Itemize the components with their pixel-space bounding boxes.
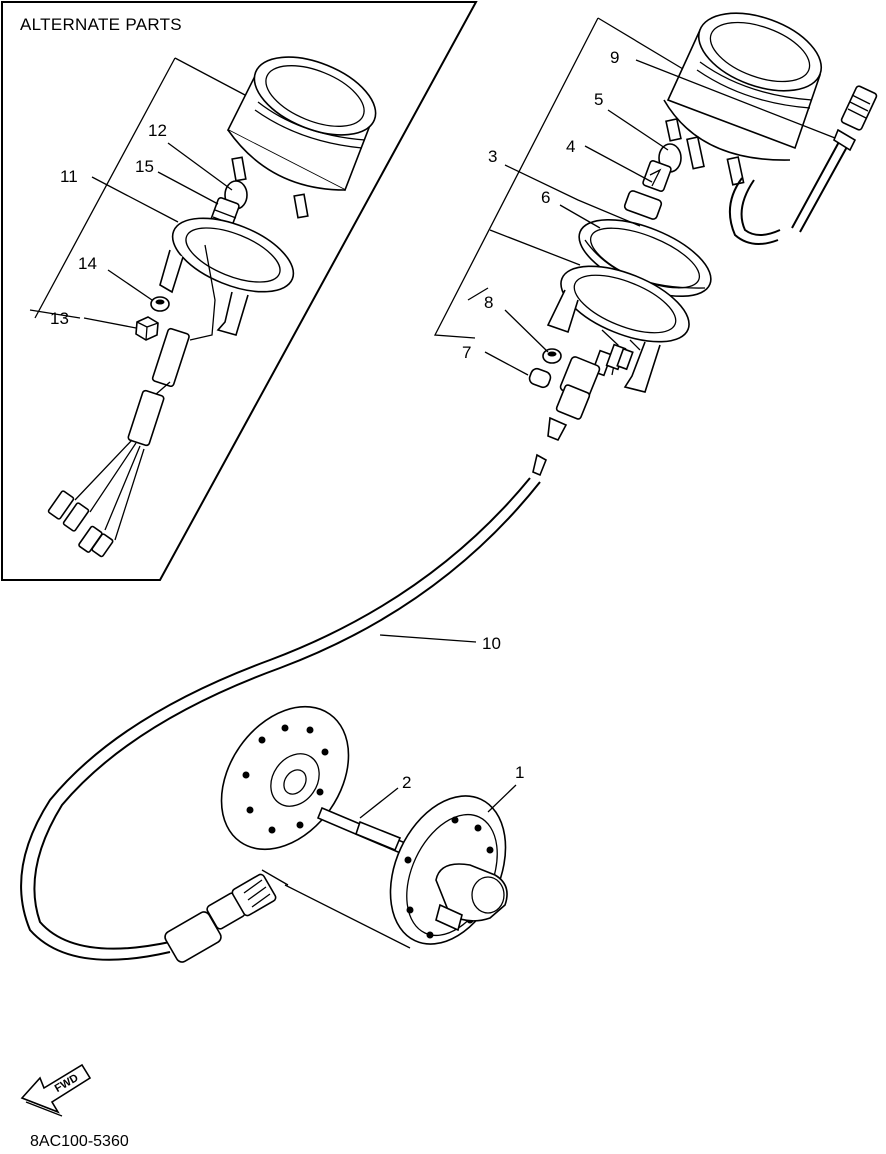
leader-line — [261, 869, 289, 886]
alt-nut — [135, 316, 159, 341]
callout-4: 4 — [566, 137, 575, 156]
speedometer-gear-unit — [389, 795, 508, 945]
alt-grommet — [150, 296, 170, 312]
leader-line — [284, 884, 411, 949]
alternate-parts-inset: ALTERNATE PARTS — [1, 1, 478, 581]
leader-line — [607, 109, 669, 151]
leader-line — [379, 634, 477, 643]
forward-arrow-icon: FWD — [20, 1063, 92, 1117]
leader-line — [91, 176, 179, 223]
diagram-code: 8AC100-5360 — [30, 1133, 129, 1150]
grommet — [542, 348, 562, 364]
callout-2: 2 — [402, 773, 411, 792]
leader-line — [359, 787, 399, 819]
leader-line — [167, 142, 233, 191]
alt-wiring-harness — [47, 327, 190, 558]
leader-line — [157, 171, 219, 205]
inset-bracket-line — [174, 57, 246, 96]
callout-15: 15 — [135, 157, 154, 176]
callout-12: 12 — [148, 121, 167, 140]
bracket-line — [597, 17, 689, 73]
leader-line — [487, 784, 517, 813]
callout-7: 7 — [462, 343, 471, 362]
leader-line — [504, 309, 549, 353]
leader-line — [107, 269, 153, 301]
alt-meter-bracket — [159, 217, 295, 341]
callout-13: 13 — [50, 309, 69, 328]
bulb-socket — [623, 143, 682, 220]
alt-meter-assembly — [226, 56, 377, 219]
callout-1: 1 — [515, 763, 524, 782]
leader-line — [467, 287, 489, 301]
callout-14: 14 — [78, 254, 97, 273]
leader-line — [584, 145, 653, 183]
leader-line — [83, 317, 137, 329]
leader-line — [484, 351, 529, 376]
main-meter-assembly — [433, 12, 878, 339]
inset-title: ALTERNATE PARTS — [20, 15, 182, 34]
callout-9: 9 — [610, 48, 619, 67]
cable-upper-end — [532, 356, 601, 477]
leader-line — [559, 204, 601, 229]
speedometer-cable — [20, 477, 541, 963]
callout-6: 6 — [541, 188, 550, 207]
leader-line — [504, 164, 641, 227]
inset-bracket-line — [29, 309, 81, 319]
callout-11: 11 — [60, 167, 78, 186]
inset-bracket-line — [34, 57, 176, 319]
callout-3: 3 — [488, 147, 497, 166]
callout-5: 5 — [594, 90, 603, 109]
callout-8: 8 — [484, 293, 493, 312]
speedometer-drive-plate — [220, 705, 350, 851]
bracket-line — [433, 17, 599, 339]
meter-bracket — [546, 265, 690, 393]
leader-line — [489, 229, 581, 266]
collar — [528, 367, 552, 389]
inset-frame — [1, 1, 478, 581]
callout-10: 10 — [482, 634, 501, 653]
leader-line — [635, 59, 836, 139]
